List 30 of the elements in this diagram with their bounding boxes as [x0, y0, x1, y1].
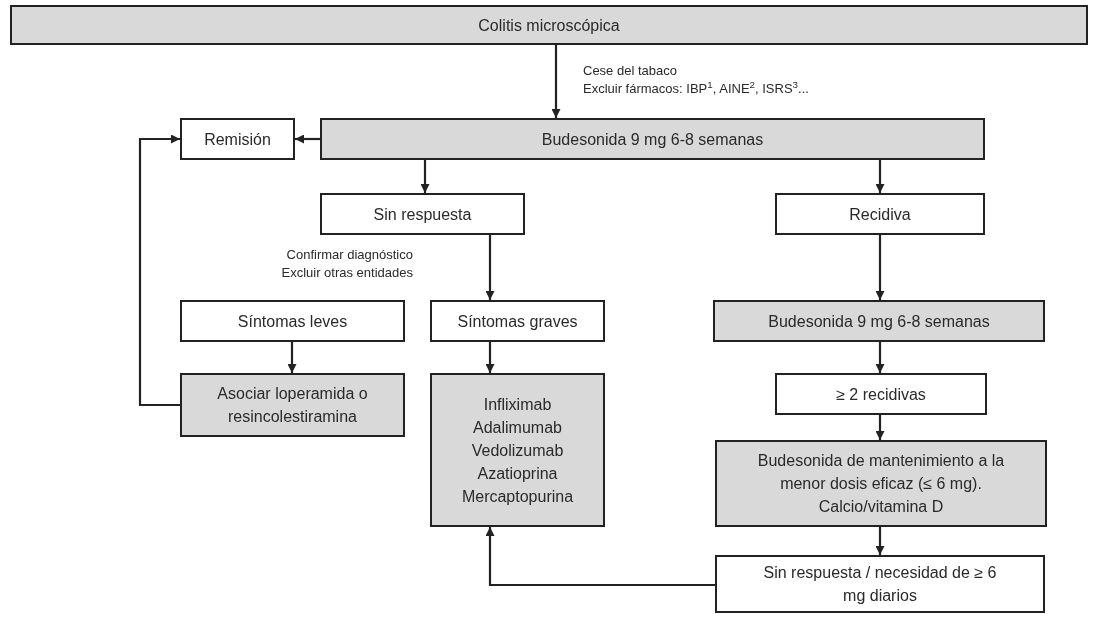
arrow [138, 134, 180, 407]
arrow [295, 134, 320, 144]
arrow [875, 342, 885, 373]
arrow [485, 342, 495, 373]
arrow [875, 527, 885, 555]
step-box: Síntomas leves [180, 300, 405, 342]
treatment-box: Budesonida 9 mg 6-8 semanas [320, 118, 985, 160]
note-text: Confirmar diagnóstico [285, 246, 413, 263]
arrow [875, 235, 885, 300]
arrow [485, 527, 715, 587]
step-box: Sin respuesta / necesidad de ≥ 6 mg diarios [715, 555, 1045, 613]
note-text: Excluir otras entidades [280, 264, 413, 281]
arrow [875, 415, 885, 440]
note-text: Excluir fármacos: IBP$^{1}$, AINE$^{2}$, ISRS$^{3}$... [583, 80, 810, 97]
arrow [485, 235, 495, 300]
arrow [551, 45, 561, 118]
step-box: ≥ 2 recidivas [775, 373, 987, 415]
arrow [875, 160, 885, 193]
note-text: Cese del tabaco [583, 62, 678, 79]
treatment-box: Colitis microscópica [10, 5, 1088, 45]
treatment-box: Budesonida de mantenimiento a la menor dosis eficaz (≤ 6 mg). Calcio/vitamina D [715, 440, 1047, 527]
arrow [287, 342, 297, 373]
treatment-box: Asociar loperamida o resincolestiramina [180, 373, 405, 437]
step-box: Remisión [180, 118, 295, 160]
step-box: Sin respuesta [320, 193, 525, 235]
treatment-box: Budesonida 9 mg 6-8 semanas [713, 300, 1045, 342]
arrow [420, 160, 430, 193]
step-box: Síntomas graves [430, 300, 605, 342]
step-box: Recidiva [775, 193, 985, 235]
treatment-box: Infliximab Adalimumab Vedolizumab Azatioprina Mercaptopurina [430, 373, 605, 527]
